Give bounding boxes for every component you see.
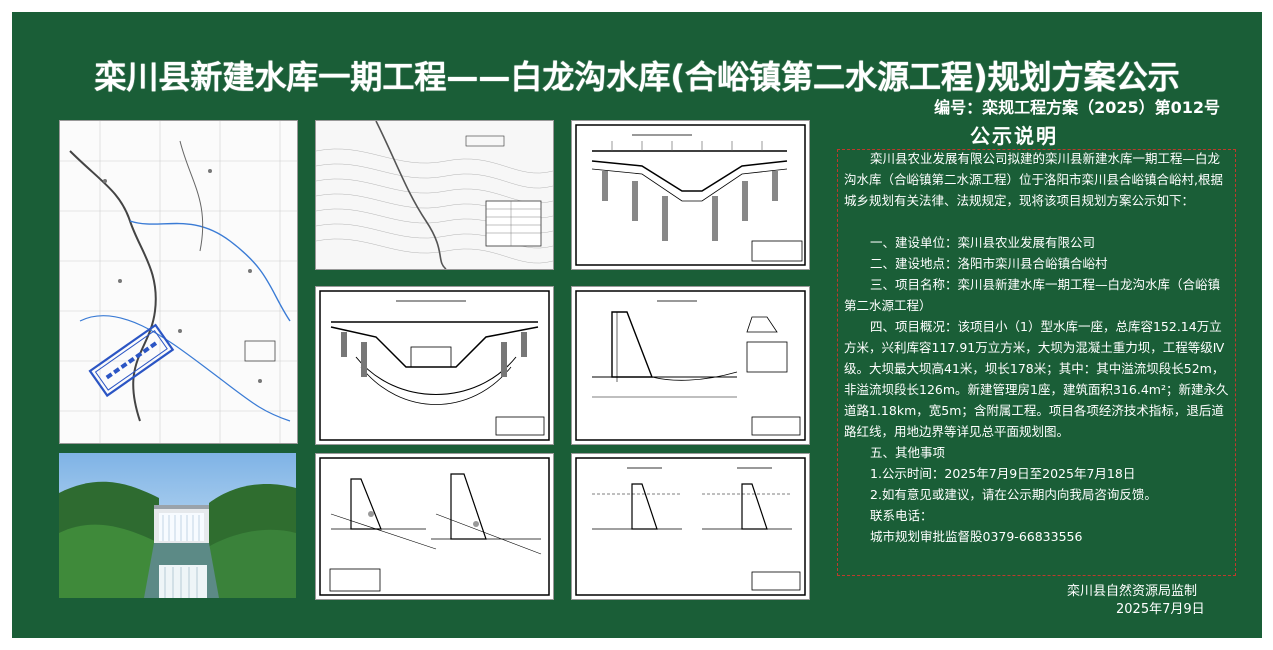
dam-section-drawing-1 [571,120,810,270]
footer-org: 栾川县自然资源局监制 [1067,584,1198,599]
notice-item-unit: 一、建设单位：栾川县农业发展有限公司 [870,235,1096,250]
notice-item-location: 二、建设地点：洛阳市栾川县合峪镇合峪村 [870,256,1108,271]
location-map-panel [59,120,298,444]
site-plan-panel [315,120,554,270]
notice-heading: 公示说明 [970,124,1058,148]
dam-profile-drawing-4 [315,453,554,600]
approval-stamp [88,323,175,398]
page-title: 栾川县新建水库一期工程——白龙沟水库(合峪镇第二水源工程)规划方案公示 [94,58,1180,96]
document-number: 编号：栾规工程方案（2025）第012号 [934,98,1220,117]
dam-profile-drawing-3 [571,286,810,445]
footer-date: 2025年7月9日 [1116,602,1205,617]
notice-border [837,149,1236,576]
rendering-panel [59,453,296,598]
notice-item-other: 五、其他事项 [870,445,946,460]
notice-intro: 栾川县农业发展有限公司拟建的栾川县新建水库一期工程—白龙沟水库（合峪镇第二水源工… [844,151,1223,208]
dam-section-drawing-2 [315,286,554,445]
notice-period: 1.公示时间：2025年7月9日至2025年7月18日 [870,466,1136,481]
notice-board: 栾川县新建水库一期工程——白龙沟水库(合峪镇第二水源工程)规划方案公示 编号：栾… [12,12,1262,638]
notice-feedback: 2.如有意见或建议，请在公示期内向我局咨询反馈。 [870,487,1157,502]
notice-item-name: 三、项目名称：栾川县新建水库一期工程—白龙沟水库（合峪镇第二水源工程） [844,277,1221,313]
notice-contact-label: 联系电话： [870,508,933,523]
notice-contact: 城市规划审批监督股0379-66833556 [870,529,1083,544]
notice-item-overview: 四、项目概况：该项目小（1）型水库一座，总库容152.14万立方米，兴利库容11… [844,319,1229,439]
dam-profile-drawing-5 [571,453,810,600]
